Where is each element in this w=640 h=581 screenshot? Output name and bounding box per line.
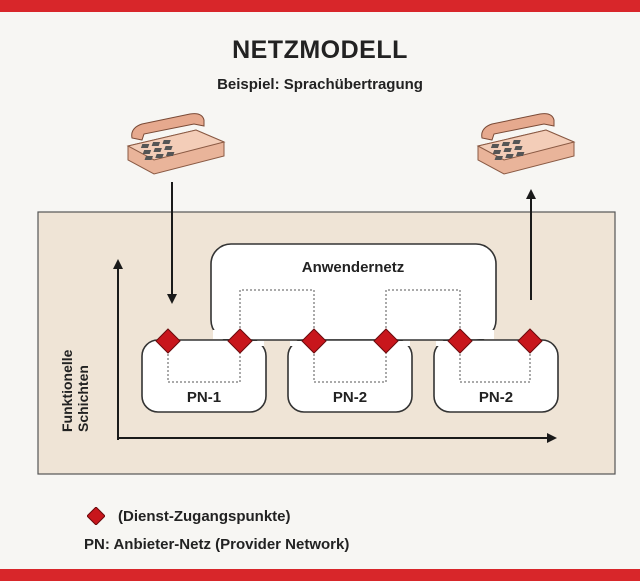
legend-access-point-text: (Dienst-Zugangspunkte)	[118, 508, 291, 525]
axis-label-line1: Funktionelle	[59, 349, 75, 432]
access-point-diamond-icon	[373, 328, 399, 354]
legend-pn-text: Anbieter-Netz (Provider Network)	[113, 536, 350, 553]
access-point-diamond-icon	[301, 328, 327, 354]
provider-label-3: PN-2	[479, 389, 513, 406]
receiver-telephone-icon	[477, 113, 575, 175]
access-point-diamond-icon	[155, 328, 181, 354]
access-point-diamond-icon	[517, 328, 543, 354]
provider-network-box-1	[141, 339, 267, 413]
bottom-red-bar	[0, 569, 640, 581]
legend-pn-abbrev: PN:	[84, 536, 110, 553]
legend-provider-network: PN: Anbieter-Netz (Provider Network)	[84, 536, 349, 553]
page-title: NETZMODELL	[232, 36, 408, 64]
provider-network-box-3	[433, 339, 559, 413]
legend-diamond-icon	[87, 507, 105, 525]
provider-network-box-2	[287, 339, 413, 413]
caller-telephone-icon	[127, 113, 225, 175]
top-red-bar	[0, 0, 640, 12]
page-subtitle: Beispiel: Sprachübertragung	[217, 76, 423, 93]
access-point-diamond-icon	[447, 328, 473, 354]
dotted-connections	[167, 289, 531, 383]
provider-label-1: PN-1	[187, 389, 221, 406]
user-network-label: Anwendernetz	[302, 259, 405, 276]
provider-label-2: PN-2	[333, 389, 367, 406]
axis-label-line2: Schichten	[75, 365, 91, 432]
access-point-diamond-icon	[227, 328, 253, 354]
